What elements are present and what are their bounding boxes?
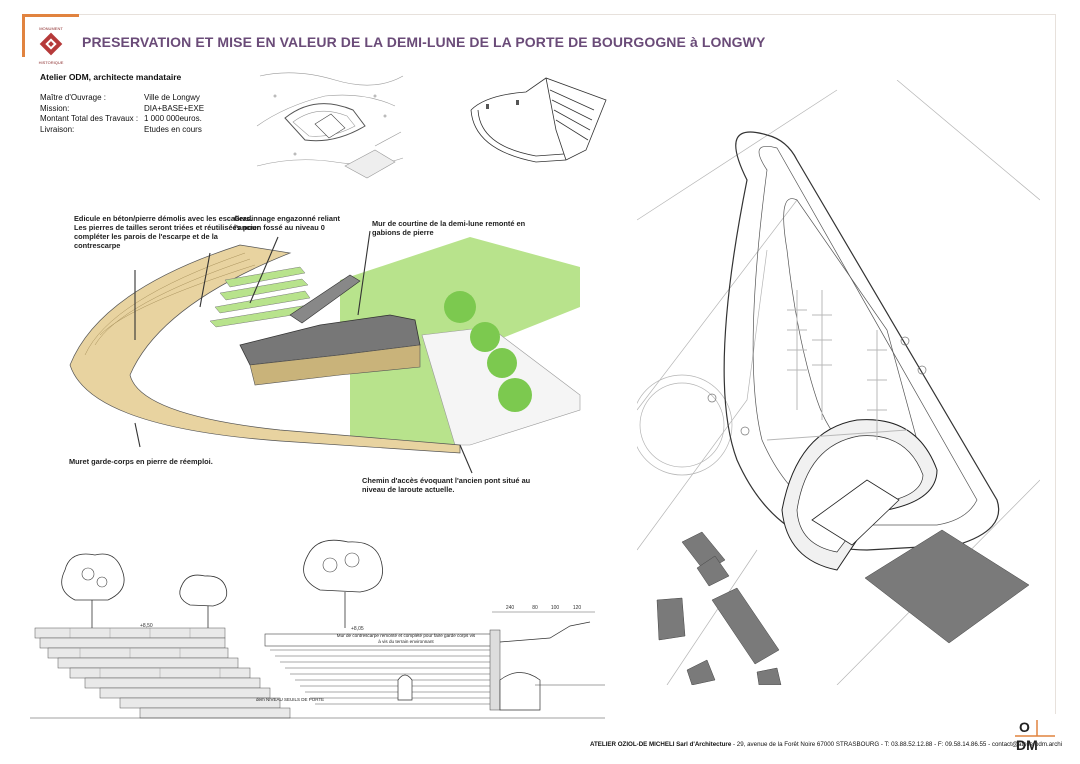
perspective-illustration (69, 230, 581, 474)
section-mur-note: Mur de contrescarpe remonté et complété … (336, 633, 476, 644)
project-info: Maître d'Ouvrage :Ville de Longwy Missio… (40, 93, 204, 135)
annotation-arrows (134, 230, 473, 474)
logo-bottom-text: HISTORIQUE (39, 60, 64, 65)
footer-address: ATELIER OZIOL-DE MICHELI Sarl d'Architec… (590, 741, 1062, 748)
info-row: Mission:DIA+BASE+EXE (40, 103, 205, 113)
terrace-steps (209, 266, 313, 328)
frame-right-line (1055, 14, 1056, 714)
atelier-line: Atelier ODM, architecte mandataire (40, 72, 182, 82)
site-plan-drawing (637, 80, 1040, 685)
logo-top-text: MONUMENT (39, 26, 63, 31)
dim-label: 240 (506, 605, 515, 611)
tree-canopies (444, 291, 532, 412)
dim-label: 80 (532, 605, 538, 611)
odm-logo: O DM (1015, 719, 1055, 752)
footer-company: ATELIER OZIOL-DE MICHELI Sarl d'Architec… (590, 741, 732, 748)
dim-label: 120 (573, 605, 582, 611)
info-row: Maître d'Ouvrage :Ville de Longwy (40, 93, 200, 102)
section-bottom-note: dem NIVEAU SEUILS DE PORTE (256, 697, 325, 702)
small-site-plan-drawing (256, 72, 404, 179)
frame-top-line (68, 14, 1056, 15)
annotation-gradinnage: Gradinnage engazonné reliant l'ancien fo… (234, 214, 340, 232)
orange-corner-bracket (22, 14, 79, 57)
cross-section-drawing: 240 80 100 120 +8,50 +8,05 (30, 539, 605, 719)
odm-logo-bottom: DM (1016, 737, 1038, 752)
annotation-edicule: Edicule en béton/pierre démolis avec les… (74, 214, 260, 250)
dim-label: 100 (551, 605, 560, 611)
footer-details: - 29, avenue de la Forêt Noire 67000 STR… (731, 741, 1063, 748)
monument-historique-logo: MONUMENT HISTORIQUE (39, 26, 64, 65)
curved-stone-wall (69, 244, 461, 454)
level-label-left: +8,50 (140, 623, 153, 629)
annotation-chemin: Chemin d'accès évoquant l'ancien pont si… (362, 476, 531, 494)
level-label-mid: +8,05 (351, 626, 364, 632)
annotation-muret: Muret garde-corps en pierre de réemploi. (69, 457, 213, 466)
page-title: PRESERVATION ET MISE EN VALEUR DE LA DEM… (82, 34, 766, 50)
info-row: Livraison:Etudes en cours (40, 124, 202, 134)
small-axonometric-drawing (470, 77, 607, 163)
info-row: Montant Total des Travaux :1 000 000euro… (40, 114, 202, 123)
annotation-mur-courtine: Mur de courtine de la demi-lune remonté … (372, 219, 526, 237)
odm-logo-top: O (1019, 719, 1030, 735)
